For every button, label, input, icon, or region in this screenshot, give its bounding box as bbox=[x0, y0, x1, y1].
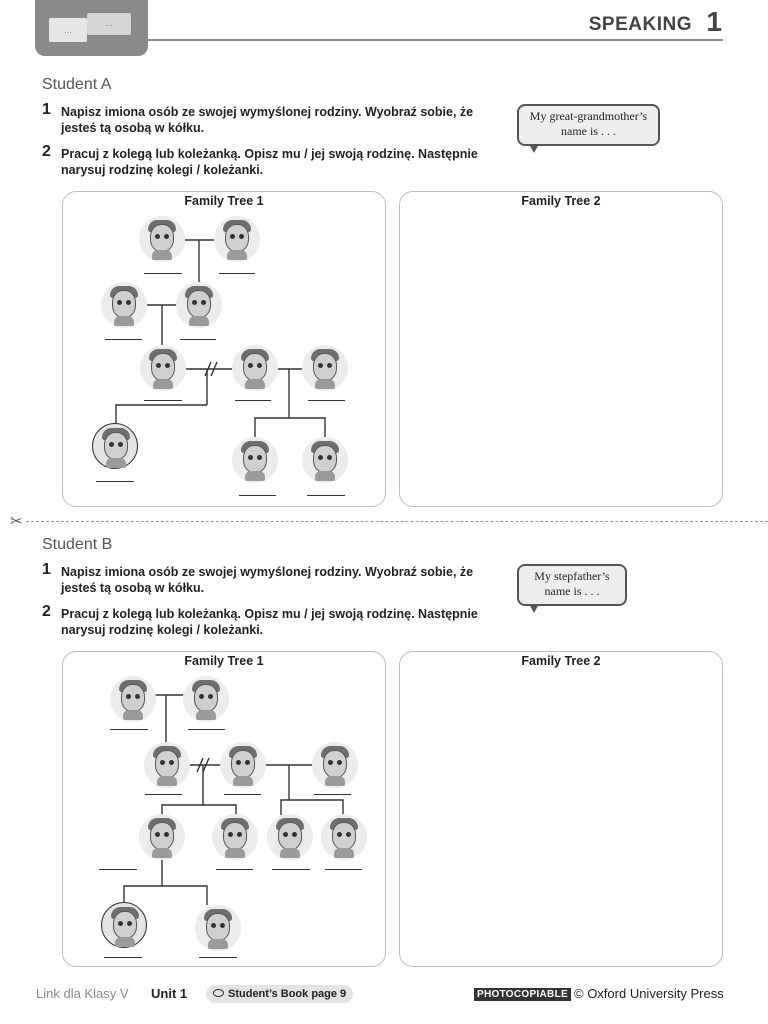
cut-line bbox=[26, 521, 768, 522]
person-grandmother bbox=[110, 676, 156, 722]
name-line[interactable] bbox=[180, 339, 216, 340]
eye-icon bbox=[213, 989, 224, 997]
name-line[interactable] bbox=[144, 400, 182, 401]
unit-label: Unit 1 bbox=[151, 986, 188, 1001]
name-line[interactable] bbox=[235, 400, 271, 401]
name-line[interactable] bbox=[104, 957, 142, 958]
name-line[interactable] bbox=[105, 339, 142, 340]
family-tree-1-title: Family Tree 1 bbox=[184, 654, 264, 668]
name-line[interactable] bbox=[308, 400, 345, 401]
person-great-grandmother bbox=[139, 216, 185, 262]
name-line[interactable] bbox=[325, 869, 362, 870]
header-rule bbox=[148, 39, 723, 41]
name-line[interactable] bbox=[145, 794, 182, 795]
name-line[interactable] bbox=[307, 495, 345, 496]
series-name: Link dla Klasy V bbox=[36, 986, 129, 1001]
person-me-circled bbox=[92, 423, 138, 469]
scissors-icon: ✂ bbox=[10, 513, 23, 530]
family-tree-2-a[interactable]: Family Tree 2 bbox=[399, 191, 723, 507]
name-line[interactable] bbox=[272, 869, 310, 870]
person-great-grandfather bbox=[214, 216, 260, 262]
task-2-text: Pracuj z kolegą lub koleżanką. Opisz mu … bbox=[61, 607, 478, 637]
speech-bubble-tail bbox=[529, 144, 539, 153]
task-1-number: 1 bbox=[42, 101, 51, 118]
family-tree-1-a: Family Tree 1 bbox=[62, 191, 386, 507]
unit-number: 1 bbox=[706, 6, 722, 37]
name-line[interactable] bbox=[144, 273, 182, 274]
person-mother bbox=[140, 345, 186, 391]
section-tab: ... ... bbox=[35, 0, 148, 56]
person-stepmother bbox=[220, 742, 266, 788]
name-line[interactable] bbox=[219, 273, 255, 274]
name-line[interactable] bbox=[110, 729, 148, 730]
name-line[interactable] bbox=[239, 495, 276, 496]
person-half-sister bbox=[232, 437, 278, 483]
speech-bubble-a: My great-grandmother’s name is . . . bbox=[517, 104, 660, 153]
speech-bubble-icon: ... bbox=[87, 13, 131, 35]
name-line[interactable] bbox=[216, 869, 253, 870]
speech-bubble-text: My stepfather’s name is . . . bbox=[534, 569, 610, 598]
person-stepmother bbox=[302, 345, 348, 391]
book-reference-text: Student’s Book page 9 bbox=[228, 988, 347, 1000]
name-line[interactable] bbox=[188, 729, 225, 730]
name-line[interactable] bbox=[99, 869, 137, 870]
person-stepfather bbox=[232, 345, 278, 391]
family-tree-1-title: Family Tree 1 bbox=[184, 194, 264, 208]
person-cousin-boy bbox=[321, 814, 367, 860]
page-title: SPEAKING bbox=[588, 14, 692, 35]
task-2-number: 2 bbox=[42, 143, 51, 160]
name-line[interactable] bbox=[199, 957, 237, 958]
bubble-dots: ... bbox=[64, 25, 72, 35]
task-1-number: 1 bbox=[42, 561, 51, 578]
student-a-heading: Student A bbox=[42, 76, 112, 93]
family-tree-2-title: Family Tree 2 bbox=[521, 194, 601, 208]
person-aunt bbox=[312, 742, 358, 788]
student-b-heading: Student B bbox=[42, 536, 113, 553]
speech-bubble-b: My stepfather’s name is . . . bbox=[517, 564, 627, 613]
person-father bbox=[144, 742, 190, 788]
name-line[interactable] bbox=[314, 794, 351, 795]
person-grandfather bbox=[183, 676, 229, 722]
name-line[interactable] bbox=[224, 794, 261, 795]
person-half-sibling bbox=[212, 814, 258, 860]
task-1-text: Napisz imiona osób ze swojej wymyślonej … bbox=[61, 565, 474, 595]
photocopiable-badge: PHOTOCOPIABLE bbox=[474, 988, 571, 1001]
copyright: © Oxford University Press bbox=[574, 986, 724, 1001]
person-half-brother bbox=[302, 437, 348, 483]
person-brother bbox=[139, 814, 185, 860]
speech-bubble-text: My great-grandmother’s name is . . . bbox=[529, 109, 648, 138]
person-grandfather bbox=[101, 282, 147, 328]
family-tree-1-b: Family Tree 1 bbox=[62, 651, 386, 967]
person-grandmother bbox=[176, 282, 222, 328]
speech-bubble-tail bbox=[529, 604, 539, 613]
book-reference: Student’s Book page 9 bbox=[206, 985, 354, 1003]
family-tree-2-title: Family Tree 2 bbox=[521, 654, 601, 668]
person-me-circled bbox=[101, 902, 147, 948]
bubble-dots: ... bbox=[105, 18, 113, 28]
speech-bubble-icon: ... bbox=[49, 18, 87, 42]
task-2-number: 2 bbox=[42, 603, 51, 620]
name-line[interactable] bbox=[96, 481, 134, 482]
task-2-text: Pracuj z kolegą lub koleżanką. Opisz mu … bbox=[61, 147, 478, 177]
person-nephew bbox=[195, 905, 241, 951]
task-1-text: Napisz imiona osób ze swojej wymyślonej … bbox=[61, 105, 474, 135]
family-tree-2-b[interactable]: Family Tree 2 bbox=[399, 651, 723, 967]
person-cousin-girl bbox=[267, 814, 313, 860]
